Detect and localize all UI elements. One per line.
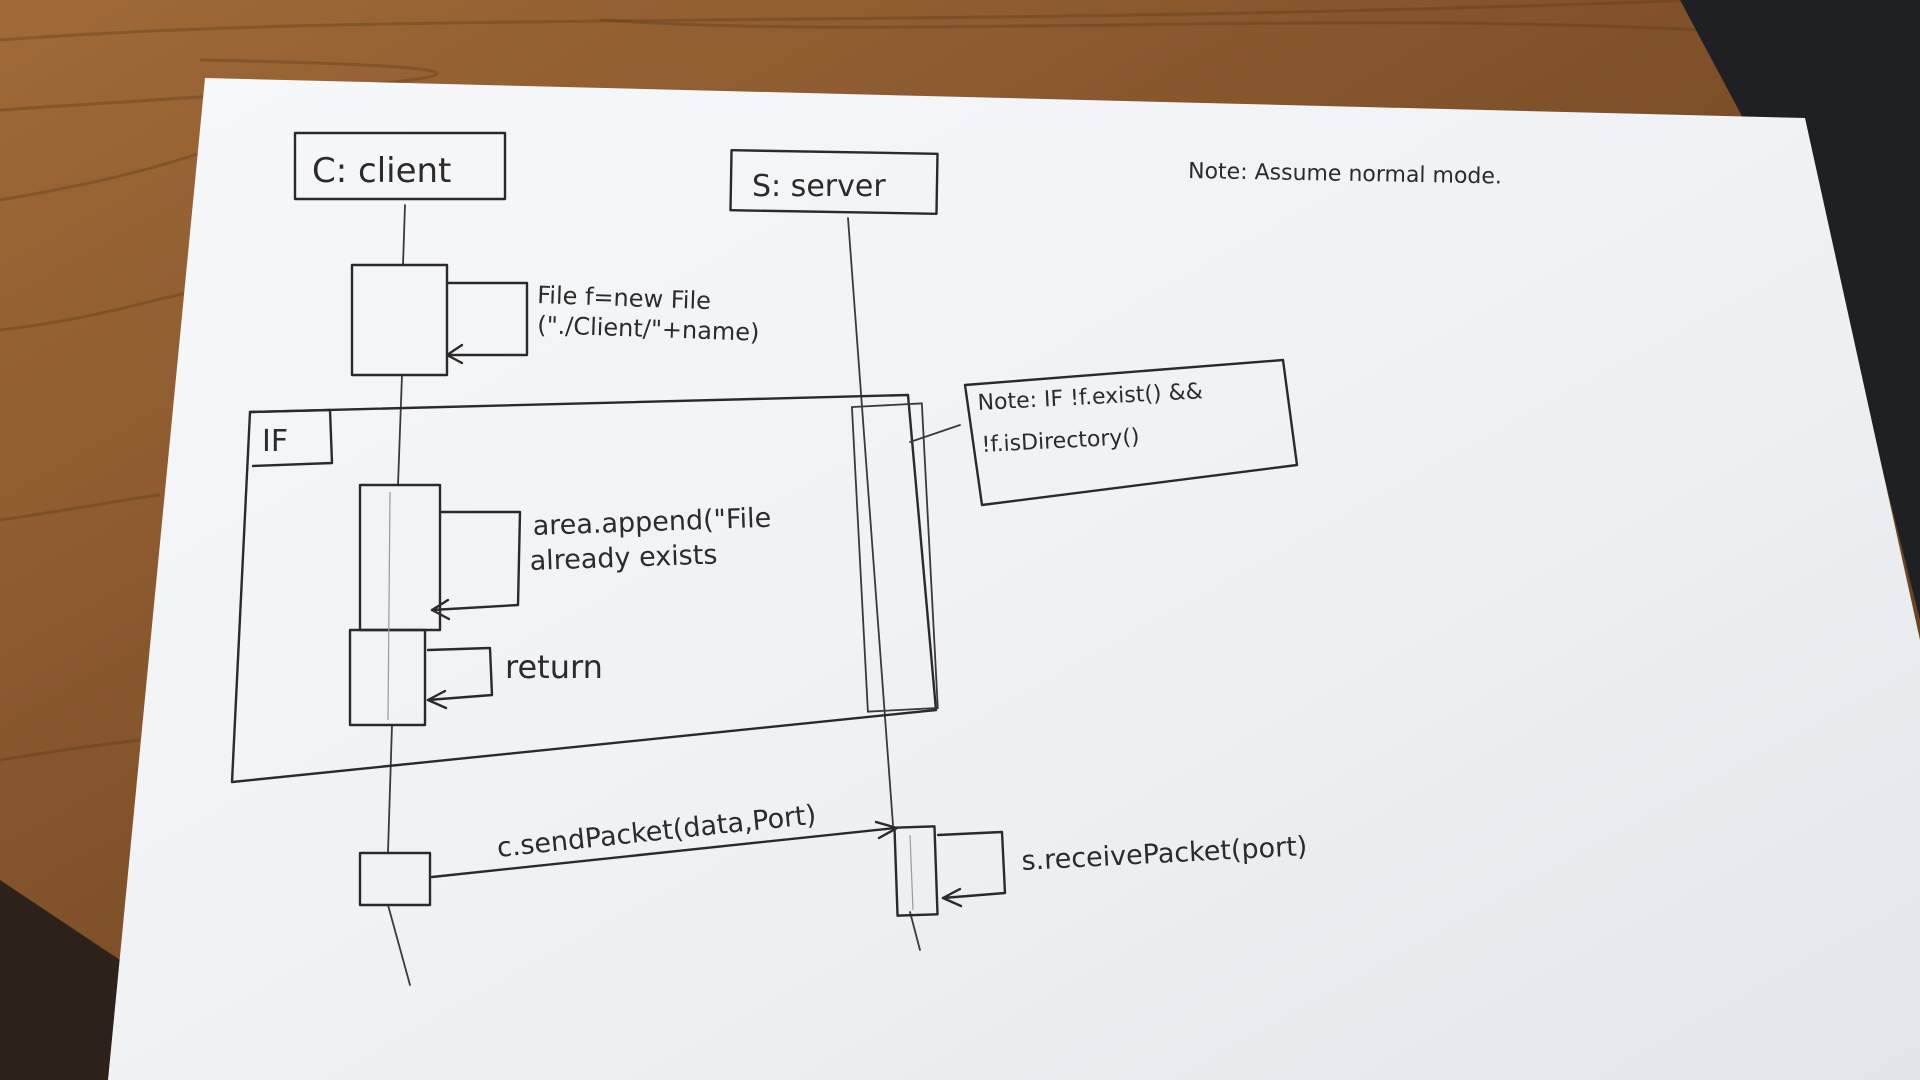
- top-note: Note: Assume normal mode.: [1188, 159, 1502, 189]
- receive-arrowhead-icon: [941, 887, 963, 908]
- dark-object-corner: [1680, 0, 1920, 620]
- note-connector: [909, 424, 961, 443]
- client-lifeline-low: [387, 724, 393, 853]
- server-activation-receive: [893, 825, 939, 917]
- condition-note: Note: IF !f.exist() && !f.isDirectory(): [963, 358, 1299, 507]
- server-lifeline: [847, 217, 894, 826]
- append-label-line2: already exists: [529, 539, 718, 577]
- desk-shadow: [0, 880, 120, 1080]
- wood-grain: [0, 0, 1701, 762]
- server-lifeline-end: [909, 911, 921, 951]
- if-fragment-frame: [230, 393, 938, 784]
- client-activation-return: [348, 628, 427, 727]
- client-activation-send: [358, 851, 432, 907]
- create-file-label-line1: File f=new File: [537, 281, 712, 315]
- if-fragment-tab: [248, 408, 334, 468]
- client-label: C: client: [312, 151, 451, 191]
- client-box: [293, 131, 507, 201]
- client-lifeline-end: [387, 904, 411, 986]
- server-label: S: server: [752, 169, 886, 204]
- arrowhead-icon: [445, 343, 464, 365]
- client-participant: C: client: [293, 131, 507, 201]
- self-call-receive: [936, 830, 1007, 900]
- client-activation-create: [350, 263, 449, 377]
- arrowhead-icon-2: [430, 598, 451, 621]
- send-packet-arrow: [430, 826, 897, 879]
- client-lifeline-top: [402, 204, 406, 266]
- condition-note-box: [963, 358, 1299, 507]
- paper-sheet: [108, 78, 1920, 1080]
- self-call-create: [445, 281, 529, 357]
- if-fragment: IF: [230, 393, 938, 784]
- return-label: return: [505, 648, 603, 686]
- self-call-append: [430, 510, 522, 612]
- server-activation-center: [909, 834, 914, 911]
- if-fragment-label: IF: [262, 424, 288, 459]
- arrowhead-icon-3: [426, 689, 448, 710]
- server-activation-if: [850, 402, 939, 713]
- server-participant: S: server: [729, 149, 939, 215]
- server-box: [729, 149, 939, 215]
- client-lifeline-mid: [397, 374, 403, 486]
- activation-center-line: [387, 491, 391, 721]
- self-call-return: [426, 646, 494, 702]
